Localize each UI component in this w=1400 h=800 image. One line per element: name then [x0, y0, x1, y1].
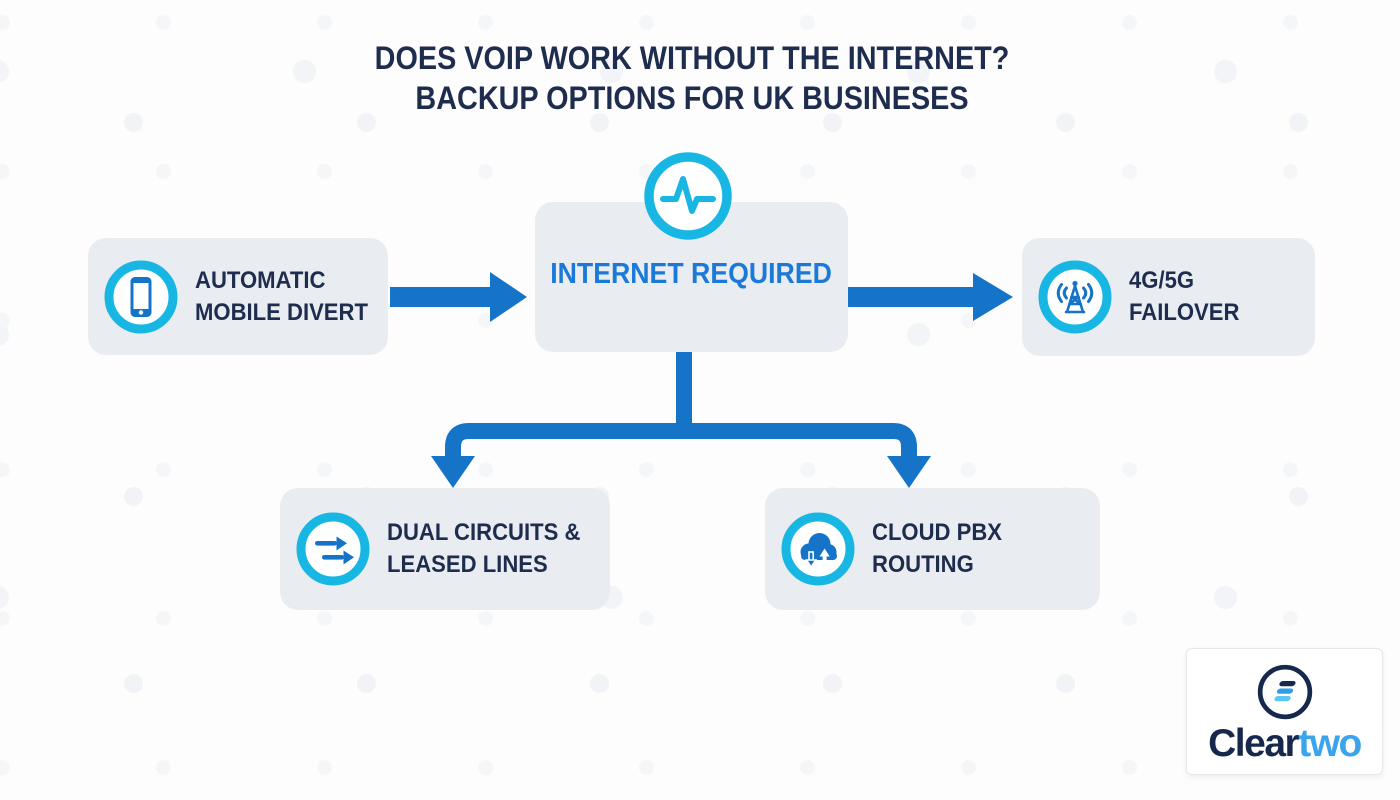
arrow-center-split-down: [431, 352, 931, 488]
node-label: AUTOMATIC MOBILE DIVERT: [195, 265, 368, 329]
label-line-1: CLOUD PBX: [872, 519, 1003, 546]
node-label: 4G/5G FAILOVER: [1129, 265, 1239, 329]
label-line-2: ROUTING: [872, 551, 974, 578]
arrow-left-to-center: [390, 272, 527, 322]
label-line-1: DUAL CIRCUITS &: [387, 519, 581, 546]
node-internet-required-label: INTERNET REQUIRED: [550, 257, 833, 290]
label-line-2: MOBILE DIVERT: [195, 298, 368, 326]
label-line-2: LEASED LINES: [387, 551, 548, 578]
title-line-1: DOES VOIP WORK WITHOUT THE INTERNET?: [374, 40, 1010, 76]
node-label: CLOUD PBX ROUTING: [872, 517, 1002, 581]
cloud-down-arrow: [805, 551, 818, 569]
arrow-center-to-right: [848, 273, 1013, 321]
node-label: DUAL CIRCUITS & LEASED LINES: [387, 517, 580, 581]
cleartwo-logo-text: Cleartwo: [1208, 721, 1362, 766]
label-line-1: 4G/5G: [1129, 267, 1195, 294]
cloud-sync-icon: [781, 512, 855, 586]
node-4g-5g-failover: 4G/5G FAILOVER: [1022, 238, 1315, 356]
node-dual-circuits-leased-lines: DUAL CIRCUITS & LEASED LINES: [280, 488, 610, 610]
title-line-2: BACKUP OPTIONS FOR UK BUSINESES: [415, 80, 969, 116]
node-internet-required: INTERNET REQUIRED: [535, 202, 848, 352]
page-title: DOES VOIP WORK WITHOUT THE INTERNET? BAC…: [0, 38, 1384, 118]
dual-arrows-icon: [296, 512, 370, 586]
cell-tower-icon: [1038, 260, 1112, 334]
logo-text-clear: Clear: [1208, 721, 1300, 765]
cleartwo-logo-mark-icon: [1257, 664, 1312, 719]
node-automatic-mobile-divert: AUTOMATIC MOBILE DIVERT: [88, 238, 388, 355]
pulse-icon: [644, 152, 732, 240]
label-line-2: FAILOVER: [1129, 299, 1240, 326]
cloud-up-arrow: [819, 548, 830, 566]
node-cloud-pbx-routing: CLOUD PBX ROUTING: [765, 488, 1100, 610]
mobile-phone-icon: [104, 260, 178, 334]
logo-text-two: two: [1298, 721, 1362, 765]
cleartwo-logo-card: Cleartwo: [1186, 648, 1383, 775]
label-line-1: AUTOMATIC: [195, 266, 326, 294]
